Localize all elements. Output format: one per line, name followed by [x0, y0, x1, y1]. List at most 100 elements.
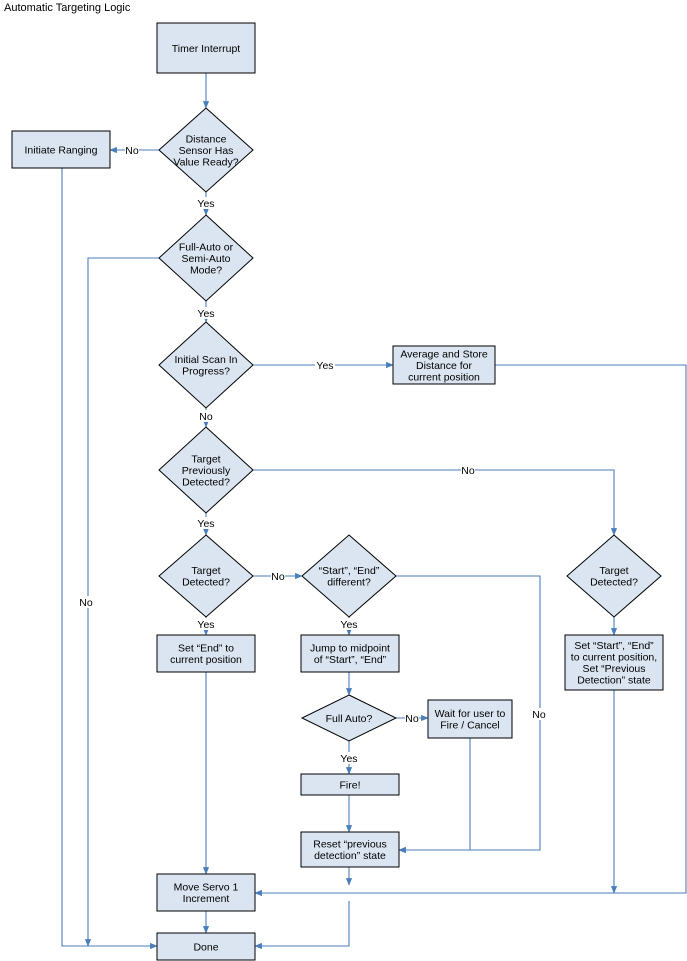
- mode-text: Semi-Auto: [181, 253, 230, 265]
- label-yes-mode: Yes: [197, 308, 214, 320]
- timer-node: Timer Interrupt: [156, 22, 256, 74]
- connectors: [61, 73, 687, 950]
- move-servo-text: Move Servo 1: [174, 882, 239, 894]
- label-no-initial-scan: No: [199, 411, 213, 423]
- move-servo-box: [156, 873, 256, 912]
- done-node: Done: [156, 932, 256, 961]
- init-scan-text: Progress?: [182, 366, 230, 378]
- avg-store-text: current position: [408, 371, 480, 383]
- prev-detected-text: Previously: [182, 465, 231, 477]
- wait-user-text: Fire / Cancel: [440, 720, 500, 732]
- target-det-1-text: Detected?: [182, 577, 230, 589]
- jump-mid-box: [300, 634, 400, 673]
- set-start-end-text: Detection” state: [577, 675, 651, 687]
- label-no-full-auto-bg: [405, 712, 419, 724]
- target-det-1-decision: [158, 534, 254, 618]
- wait-user-box: [427, 699, 513, 739]
- label-no-mode-bg: [79, 596, 93, 608]
- label-no-full-auto: No: [405, 713, 419, 725]
- label-yes-previously-detected-bg: [196, 517, 216, 529]
- init-scan-text: Initial Scan In: [174, 354, 237, 366]
- fire-text: Fire!: [340, 779, 361, 791]
- target-det-1-text: Target: [191, 565, 220, 577]
- label-no-initiate-ranging: No: [125, 145, 139, 157]
- label-yes-distance-ready: Yes: [197, 198, 214, 210]
- avg-store-text: Distance for: [416, 360, 473, 372]
- timer-text: Timer Interrupt: [172, 43, 241, 55]
- mode-text: Full-Auto or: [179, 241, 234, 253]
- label-yes-target-detected: Yes: [197, 619, 214, 631]
- set-start-end-text: to current position,: [571, 652, 657, 664]
- target-det-2-decision: [566, 534, 662, 618]
- move-servo-text: Increment: [183, 893, 230, 905]
- connector-22: [398, 738, 471, 854]
- connector-4: [61, 168, 158, 950]
- diagram-title: Automatic Targeting Logic: [4, 2, 131, 14]
- dist-ready-text: Distance: [186, 133, 227, 145]
- label-yes-start-end-different-bg: [339, 618, 359, 630]
- start-end-diff-decision: [301, 534, 397, 618]
- label-yes-initial-scan-bg: [315, 359, 335, 371]
- label-yes-initial-scan: Yes: [316, 360, 333, 372]
- label-no-previously-detected: No: [461, 465, 475, 477]
- start-end-diff-text: different?: [327, 577, 371, 589]
- reset-prev-text: detection” state: [314, 850, 386, 862]
- jump-mid-text: of “Start”, “End”: [314, 654, 387, 666]
- label-no-mode: No: [79, 597, 93, 609]
- label-no-initiate-ranging-bg: [125, 144, 139, 156]
- label-yes-full-auto: Yes: [340, 753, 357, 765]
- label-no-start-end-different: No: [532, 709, 546, 721]
- label-yes-distance-ready-bg: [196, 197, 216, 209]
- label-yes-full-auto-bg: [339, 752, 359, 764]
- dist-ready-text: Sensor Has: [179, 145, 234, 157]
- connector-8: [254, 364, 687, 897]
- fire-node: Fire!: [300, 773, 400, 796]
- reset-prev-box: [300, 831, 400, 868]
- label-yes-previously-detected: Yes: [197, 518, 214, 530]
- set-end-text: Set “End” to: [178, 643, 234, 655]
- prev-detected-text: Target: [191, 453, 220, 465]
- connector-10: [253, 469, 618, 536]
- init-ranging-node: Initiate Ranging: [11, 130, 111, 169]
- start-end-diff-node: “Start”, “End”different?: [301, 534, 397, 618]
- target-det-2-text: Detected?: [590, 577, 638, 589]
- label-yes-target-detected-bg: [196, 618, 216, 630]
- full-auto-decision: [300, 694, 398, 742]
- set-start-end-text: Set “Start”, “End”: [574, 640, 654, 652]
- done-text: Done: [193, 941, 218, 953]
- label-no-start-end-different-bg: [532, 708, 546, 720]
- init-ranging-box: [11, 130, 111, 169]
- reset-prev-text: Reset “previous: [313, 839, 387, 851]
- target-det-2-text: Target: [599, 565, 628, 577]
- set-end-box: [156, 634, 256, 673]
- label-no-target-detected: No: [271, 571, 285, 583]
- init-ranging-text: Initiate Ranging: [25, 144, 98, 156]
- timer-box: [156, 22, 256, 74]
- label-yes-mode-bg: [196, 307, 216, 319]
- mode-text: Mode?: [190, 264, 222, 276]
- jump-mid-text: Jump to midpoint: [310, 643, 390, 655]
- label-yes-start-end-different: Yes: [340, 619, 357, 631]
- avg-store-text: Average and Store: [400, 348, 488, 360]
- avg-store-box: [392, 345, 496, 385]
- start-end-diff-text: “Start”, “End”: [319, 565, 380, 577]
- connector-25: [254, 901, 350, 950]
- done-box: [156, 932, 256, 961]
- set-start-end-text: Set “Previous: [582, 663, 645, 675]
- set-start-end-box: [564, 634, 664, 691]
- mode-decision: [158, 214, 254, 302]
- label-no-target-detected-bg: [271, 570, 285, 582]
